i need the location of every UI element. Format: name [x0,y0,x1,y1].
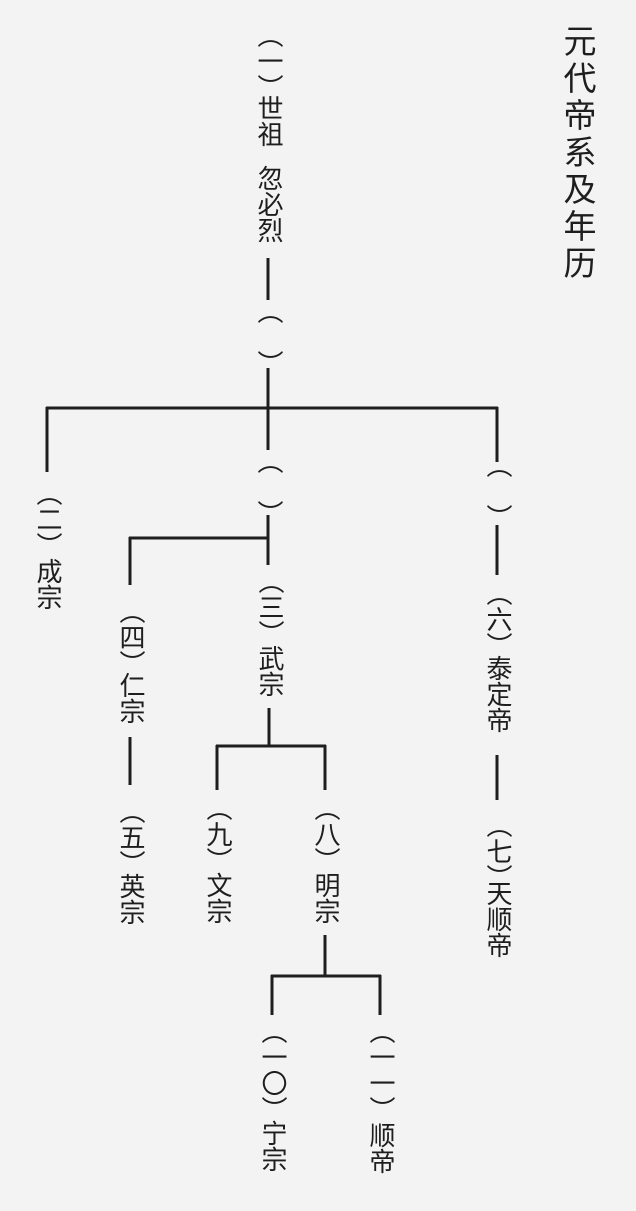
node-shundi-name: 顺帝 [365,1122,395,1174]
node-tianshundi-number: （七） [482,812,512,890]
node-wenzong-name: 文宗 [202,872,232,924]
node-shizu-number: （一） [253,22,283,100]
node-blank-2: （ ） [253,448,283,526]
node-wenzong-number: （九） [202,795,232,873]
node-ningzong-number: （一〇） [257,1018,287,1122]
node-yingzong-number: （五） [115,798,145,876]
node-renzong-name: 仁宗 [115,672,145,724]
node-blank-3: （ ） [482,452,512,530]
node-shizu-personal-name: 忽必烈 [253,165,283,243]
node-chengzong-name: 成宗 [32,558,62,610]
node-blank-1: （ ） [253,298,283,376]
node-shizu-name: 世祖 [253,95,283,147]
node-wuzong-name: 武宗 [254,645,284,697]
node-chengzong-number: （二） [32,480,62,558]
chart-title: 元代帝系及年历 [558,24,597,283]
node-taidingdi-number: （六） [482,580,512,658]
node-tianshundi-name: 天顺帝 [482,880,512,958]
node-ningzong-name: 宁宗 [257,1120,287,1172]
node-shundi-number: （一一） [365,1018,395,1122]
node-renzong-number: （四） [115,598,145,676]
node-yingzong-name: 英宗 [115,873,145,925]
node-taidingdi-name: 泰定帝 [482,655,512,733]
node-mingzong-name: 明宗 [310,872,340,924]
node-mingzong-number: （八） [310,795,340,873]
node-wuzong-number: （三） [254,568,284,646]
